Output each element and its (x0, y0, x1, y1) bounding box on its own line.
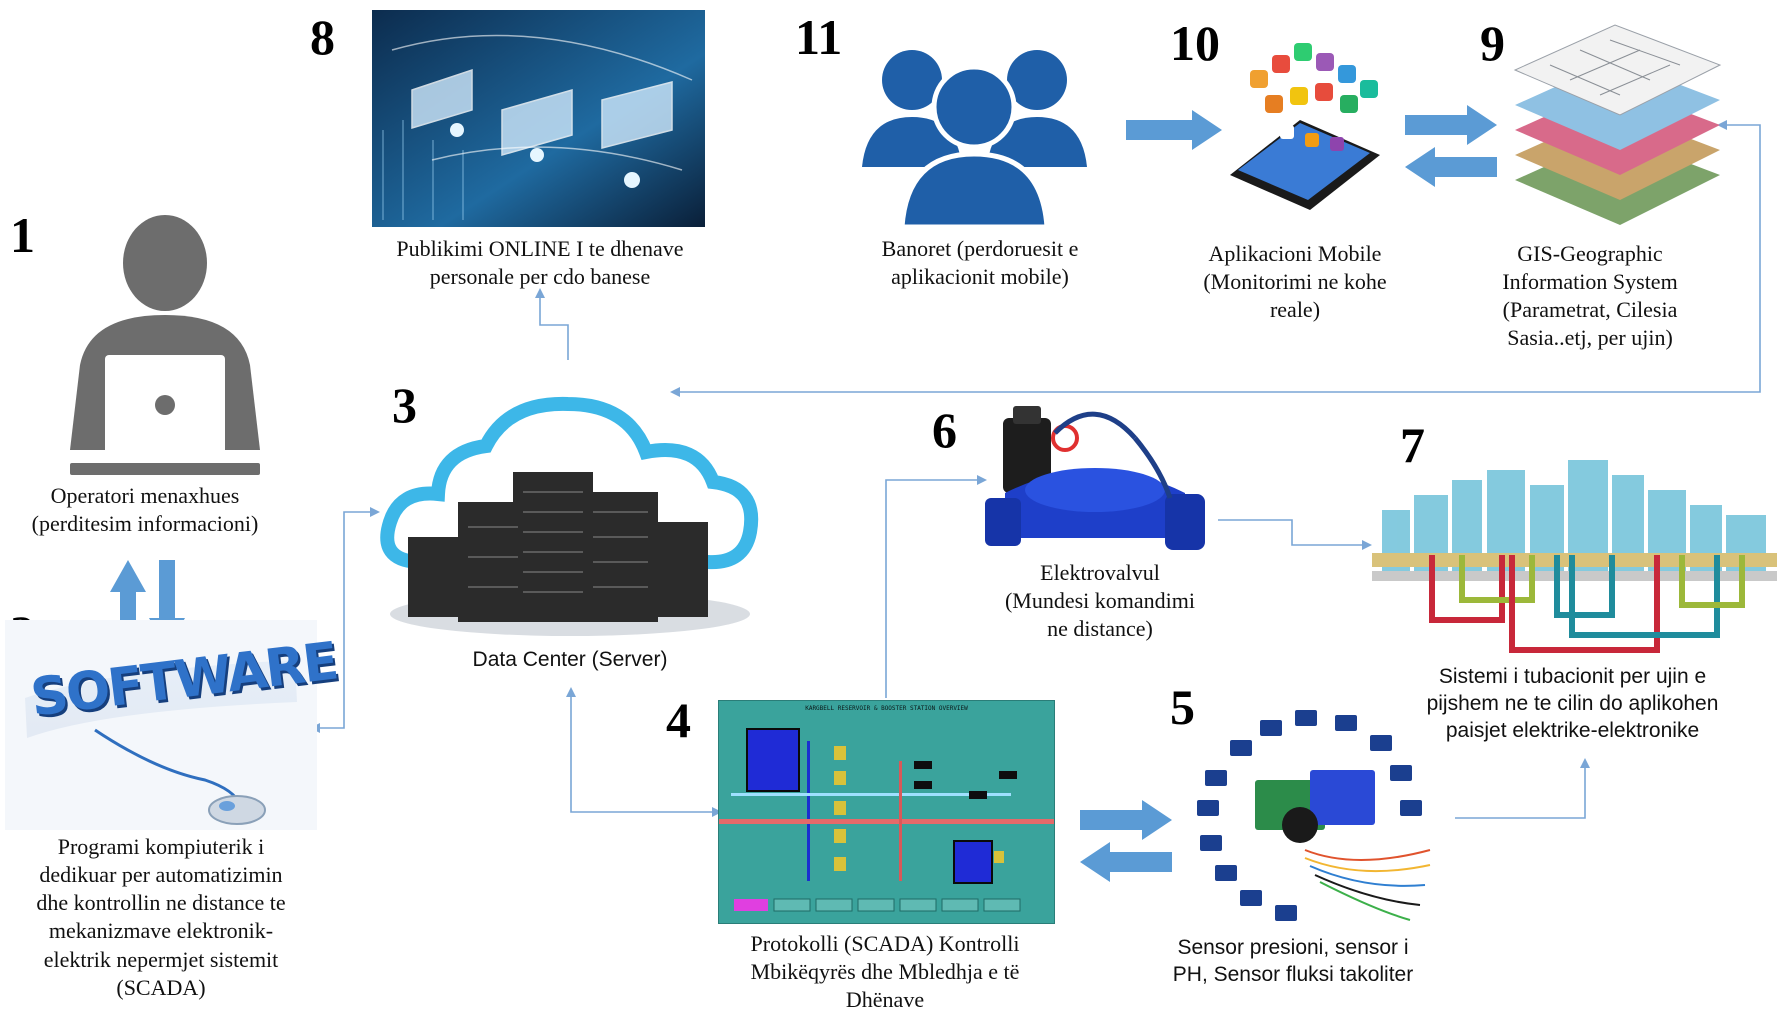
node-number-11: 11 (795, 9, 843, 65)
node-number-1: 1 (10, 207, 35, 263)
pipes-caption: Sistemi i tubacionit per ujin e pijshem … (1426, 665, 1719, 742)
node-number-5: 5 (1170, 679, 1195, 735)
scada-screen-image: KARGBELL RESERVOIR & BOOSTER STATION OVE… (718, 700, 1055, 924)
node-number-6: 6 (932, 402, 957, 458)
scada-screen-title: KARGBELL RESERVOIR & BOOSTER STATION OVE… (805, 705, 968, 712)
scada-caption: Protokolli (SCADA) Kontrolli Mbikëqyrës … (750, 931, 1020, 1009)
connector-gis-datacenter (670, 120, 1761, 397)
connector-sensors-pipes (1455, 758, 1590, 819)
users-group-icon (862, 50, 1087, 227)
mobile-app-image (1230, 43, 1380, 210)
connector-scada-valve (885, 475, 987, 698)
operator-person-icon (70, 215, 260, 475)
users-caption: Banoret (perdoruesit e aplikacionit mobi… (881, 236, 1079, 290)
node-number-7: 7 (1400, 417, 1425, 473)
node-number-9: 9 (1480, 15, 1505, 71)
electrovalve-image (985, 406, 1205, 550)
gis-caption: GIS-Geographic Information System (Param… (1502, 241, 1678, 351)
datacenter-cloud-image (380, 396, 759, 636)
connector-datacenter-online (535, 288, 569, 360)
node-number-8: 8 (310, 9, 335, 65)
connector-software-datacenter (310, 507, 380, 733)
node-number-10: 10 (1170, 15, 1220, 71)
sensors-kit-image (1197, 710, 1431, 921)
mobile-caption: Aplikacioni Mobile (Monitorimi ne kohe r… (1203, 241, 1387, 323)
node-number-3: 3 (392, 377, 417, 433)
connector-valve-pipes (1218, 519, 1372, 550)
datacenter-caption: Data Center (Server) (472, 648, 668, 671)
sensors-caption: Sensor presioni, sensor i PH, Sensor flu… (1172, 936, 1414, 986)
arrow-users-to-mobile (1126, 110, 1222, 150)
online-caption: Publikimi ONLINE I te dhenave personale … (396, 236, 684, 290)
arrow-mobile-gis-pair (1405, 105, 1497, 187)
operator-caption: Operatori menaxhues (perditesim informac… (31, 483, 259, 537)
online-network-image (372, 10, 705, 227)
pipe-system-image (1372, 460, 1777, 653)
software-caption: Programi kompiuterik i dedikuar per auto… (36, 834, 286, 1000)
node-number-4: 4 (666, 692, 691, 748)
software-logo-image (5, 620, 317, 830)
gis-layers-image (1513, 24, 1722, 225)
arrow-scada-sensors-pair (1080, 800, 1172, 882)
valve-caption: Elektrovalvul (Mundesi komandimi ne dist… (1004, 560, 1196, 642)
connector-datacenter-scada (566, 687, 722, 817)
